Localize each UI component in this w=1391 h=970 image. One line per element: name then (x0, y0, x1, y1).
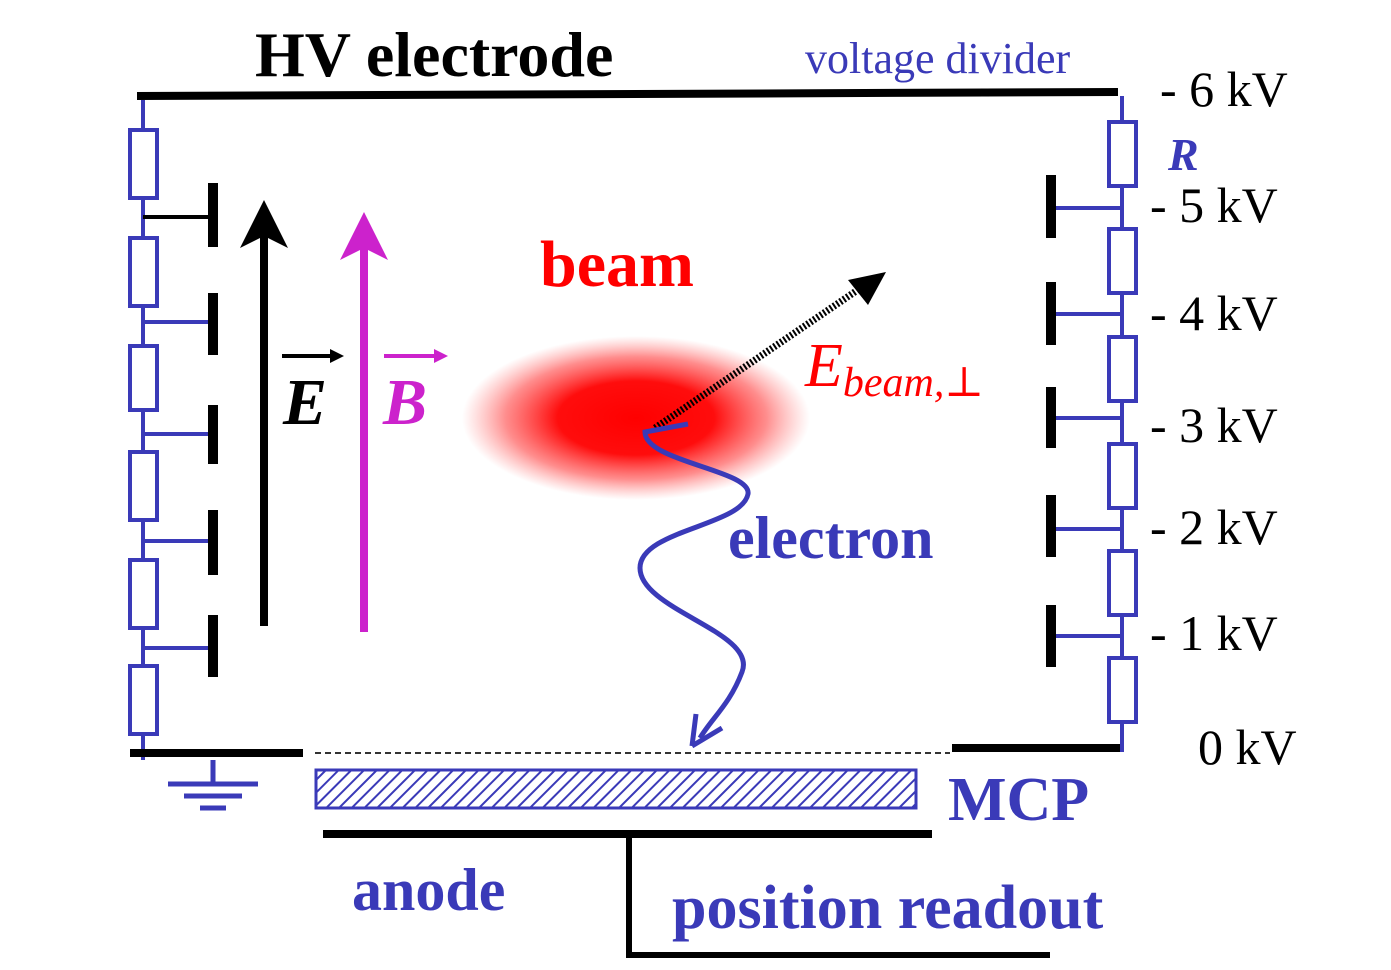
readout-label: position readout (672, 874, 1104, 942)
voltage-label: - 1 kV (1150, 605, 1278, 661)
mcp-detector (314, 768, 918, 810)
beam-spot (462, 336, 810, 500)
svg-text:B: B (382, 366, 427, 439)
title: HV electrode (255, 19, 613, 90)
voltage-labels: - 6 kV - 5 kV - 4 kV - 3 kV - 2 kV - 1 k… (1150, 61, 1297, 775)
resistor-label: R (1167, 129, 1199, 180)
resistor-icon (128, 558, 159, 630)
mcp-label: MCP (948, 766, 1089, 834)
b-vector-label: B (382, 349, 448, 439)
voltage-label: - 3 kV (1150, 397, 1278, 453)
beam-field-arrow (653, 272, 886, 431)
resistor-icon (1107, 549, 1138, 617)
e-vector-label: E (282, 349, 344, 439)
resistor-icon (128, 128, 159, 200)
right-voltage-divider (1055, 96, 1138, 752)
resistor-icon (1107, 120, 1138, 188)
voltage-label: - 6 kV (1160, 61, 1288, 117)
svg-text:E: E (282, 366, 327, 439)
electron-label: electron (728, 505, 933, 571)
b-field-arrow (340, 212, 388, 632)
resistor-icon (1107, 656, 1138, 724)
resistor-icon (128, 664, 159, 736)
resistor-icon (128, 236, 159, 308)
voltage-label: - 2 kV (1150, 499, 1278, 555)
ground-symbol-icon (168, 760, 258, 811)
e-field-arrow (240, 200, 288, 626)
readout-wire (626, 838, 1050, 958)
voltage-divider-label: voltage divider (805, 34, 1070, 83)
voltage-label: - 4 kV (1150, 285, 1278, 341)
anode-label: anode (352, 857, 505, 923)
voltage-label: 0 kV (1198, 719, 1297, 775)
electron-trajectory (637, 421, 751, 749)
resistor-icon (1107, 335, 1138, 403)
hv-electrode (136, 88, 1119, 100)
beam-label: beam (540, 228, 694, 301)
voltage-label: - 5 kV (1150, 177, 1278, 233)
resistor-icon (128, 344, 159, 412)
left-voltage-divider (128, 100, 210, 760)
resistor-icon (1107, 227, 1138, 295)
resistor-icon (128, 450, 159, 522)
resistor-icon (1107, 442, 1138, 510)
beam-energy-label: Ebeam,⊥ (804, 332, 984, 406)
